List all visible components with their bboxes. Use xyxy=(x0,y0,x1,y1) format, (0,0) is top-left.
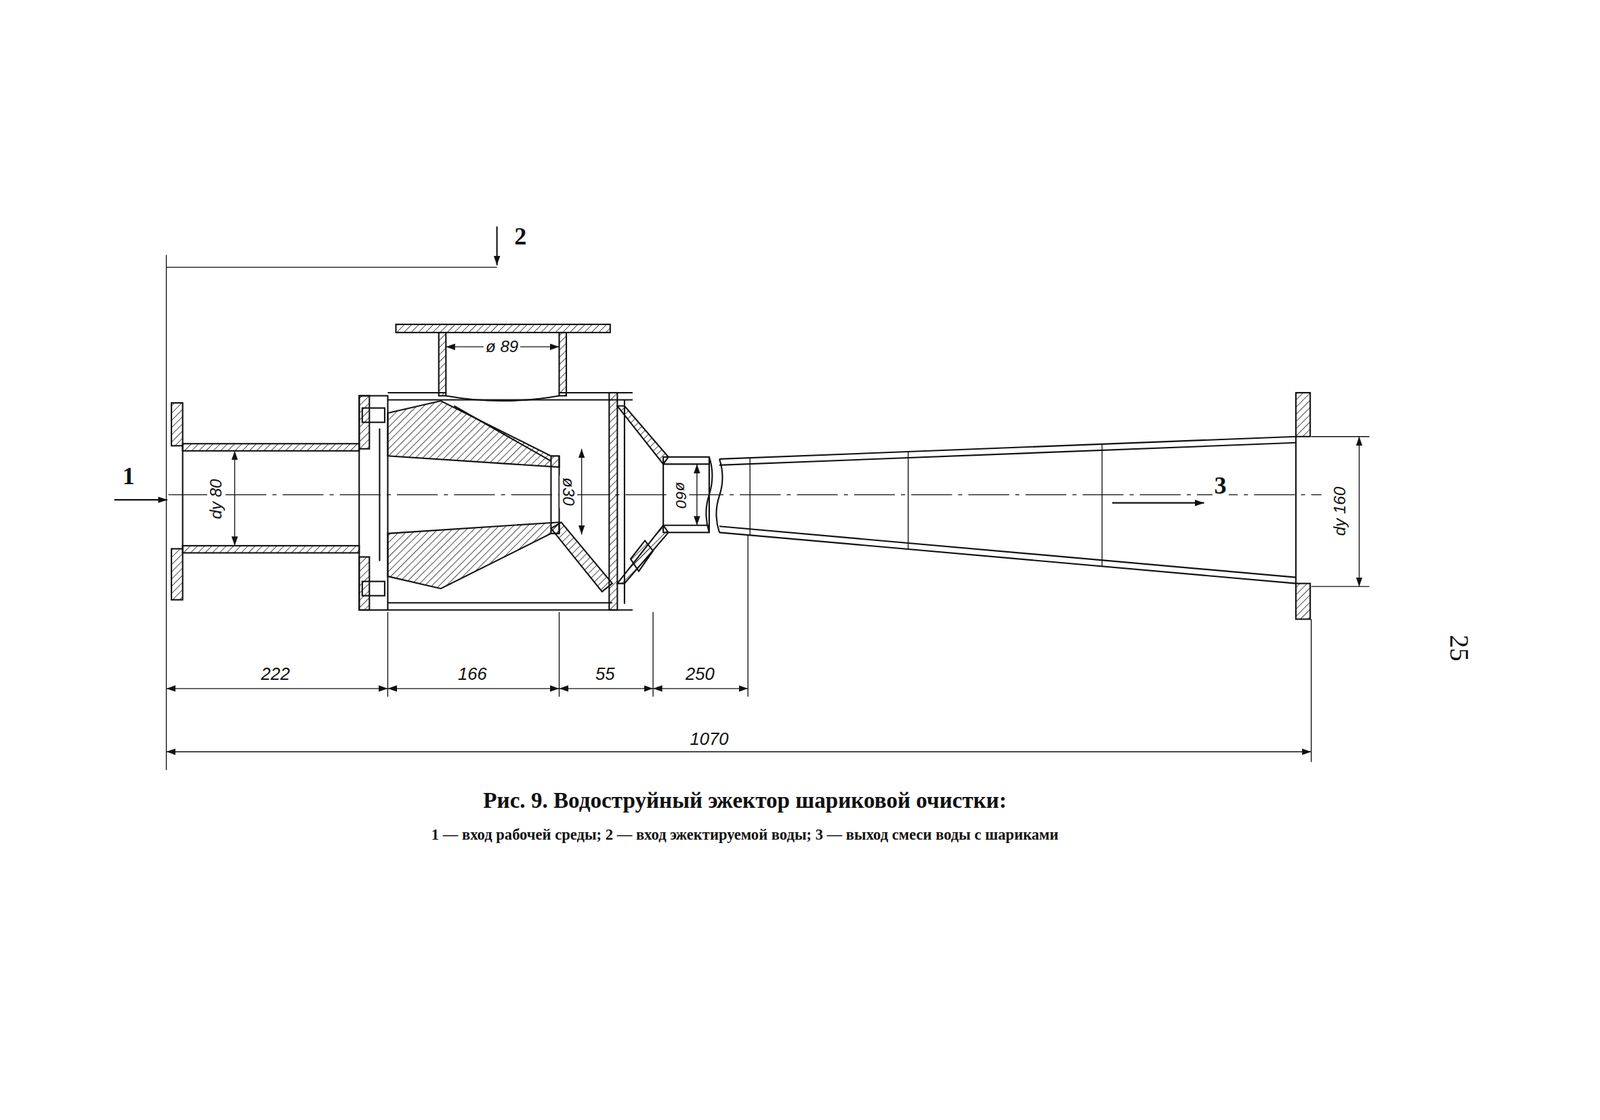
diameter-label: dу 80 xyxy=(207,476,225,521)
diameter-label: ø60 xyxy=(671,479,689,511)
dimension-value: 1070 xyxy=(687,730,731,750)
diameter-label: dу 160 xyxy=(1331,485,1349,538)
dimension-value: 55 xyxy=(593,665,617,685)
dimension-value: 222 xyxy=(258,665,292,685)
callout-number: 1 xyxy=(120,463,137,490)
callout-number: 2 xyxy=(512,223,529,250)
dimension-lines xyxy=(114,226,1370,771)
callout-number: 3 xyxy=(1212,472,1229,499)
figure-title: Рис. 9. Водоструйный эжектор шариковой о… xyxy=(482,787,1007,814)
diameter-label: ø30 xyxy=(559,475,578,509)
ejector-body xyxy=(168,324,1322,620)
dimension-value: 250 xyxy=(683,665,717,685)
page-number: 25 xyxy=(1445,632,1474,664)
figure-caption: 1 — вход рабочей среды; 2 — вход эжектир… xyxy=(431,826,1059,845)
dimension-value: 166 xyxy=(455,665,490,685)
diameter-label: ø 89 xyxy=(483,338,521,356)
